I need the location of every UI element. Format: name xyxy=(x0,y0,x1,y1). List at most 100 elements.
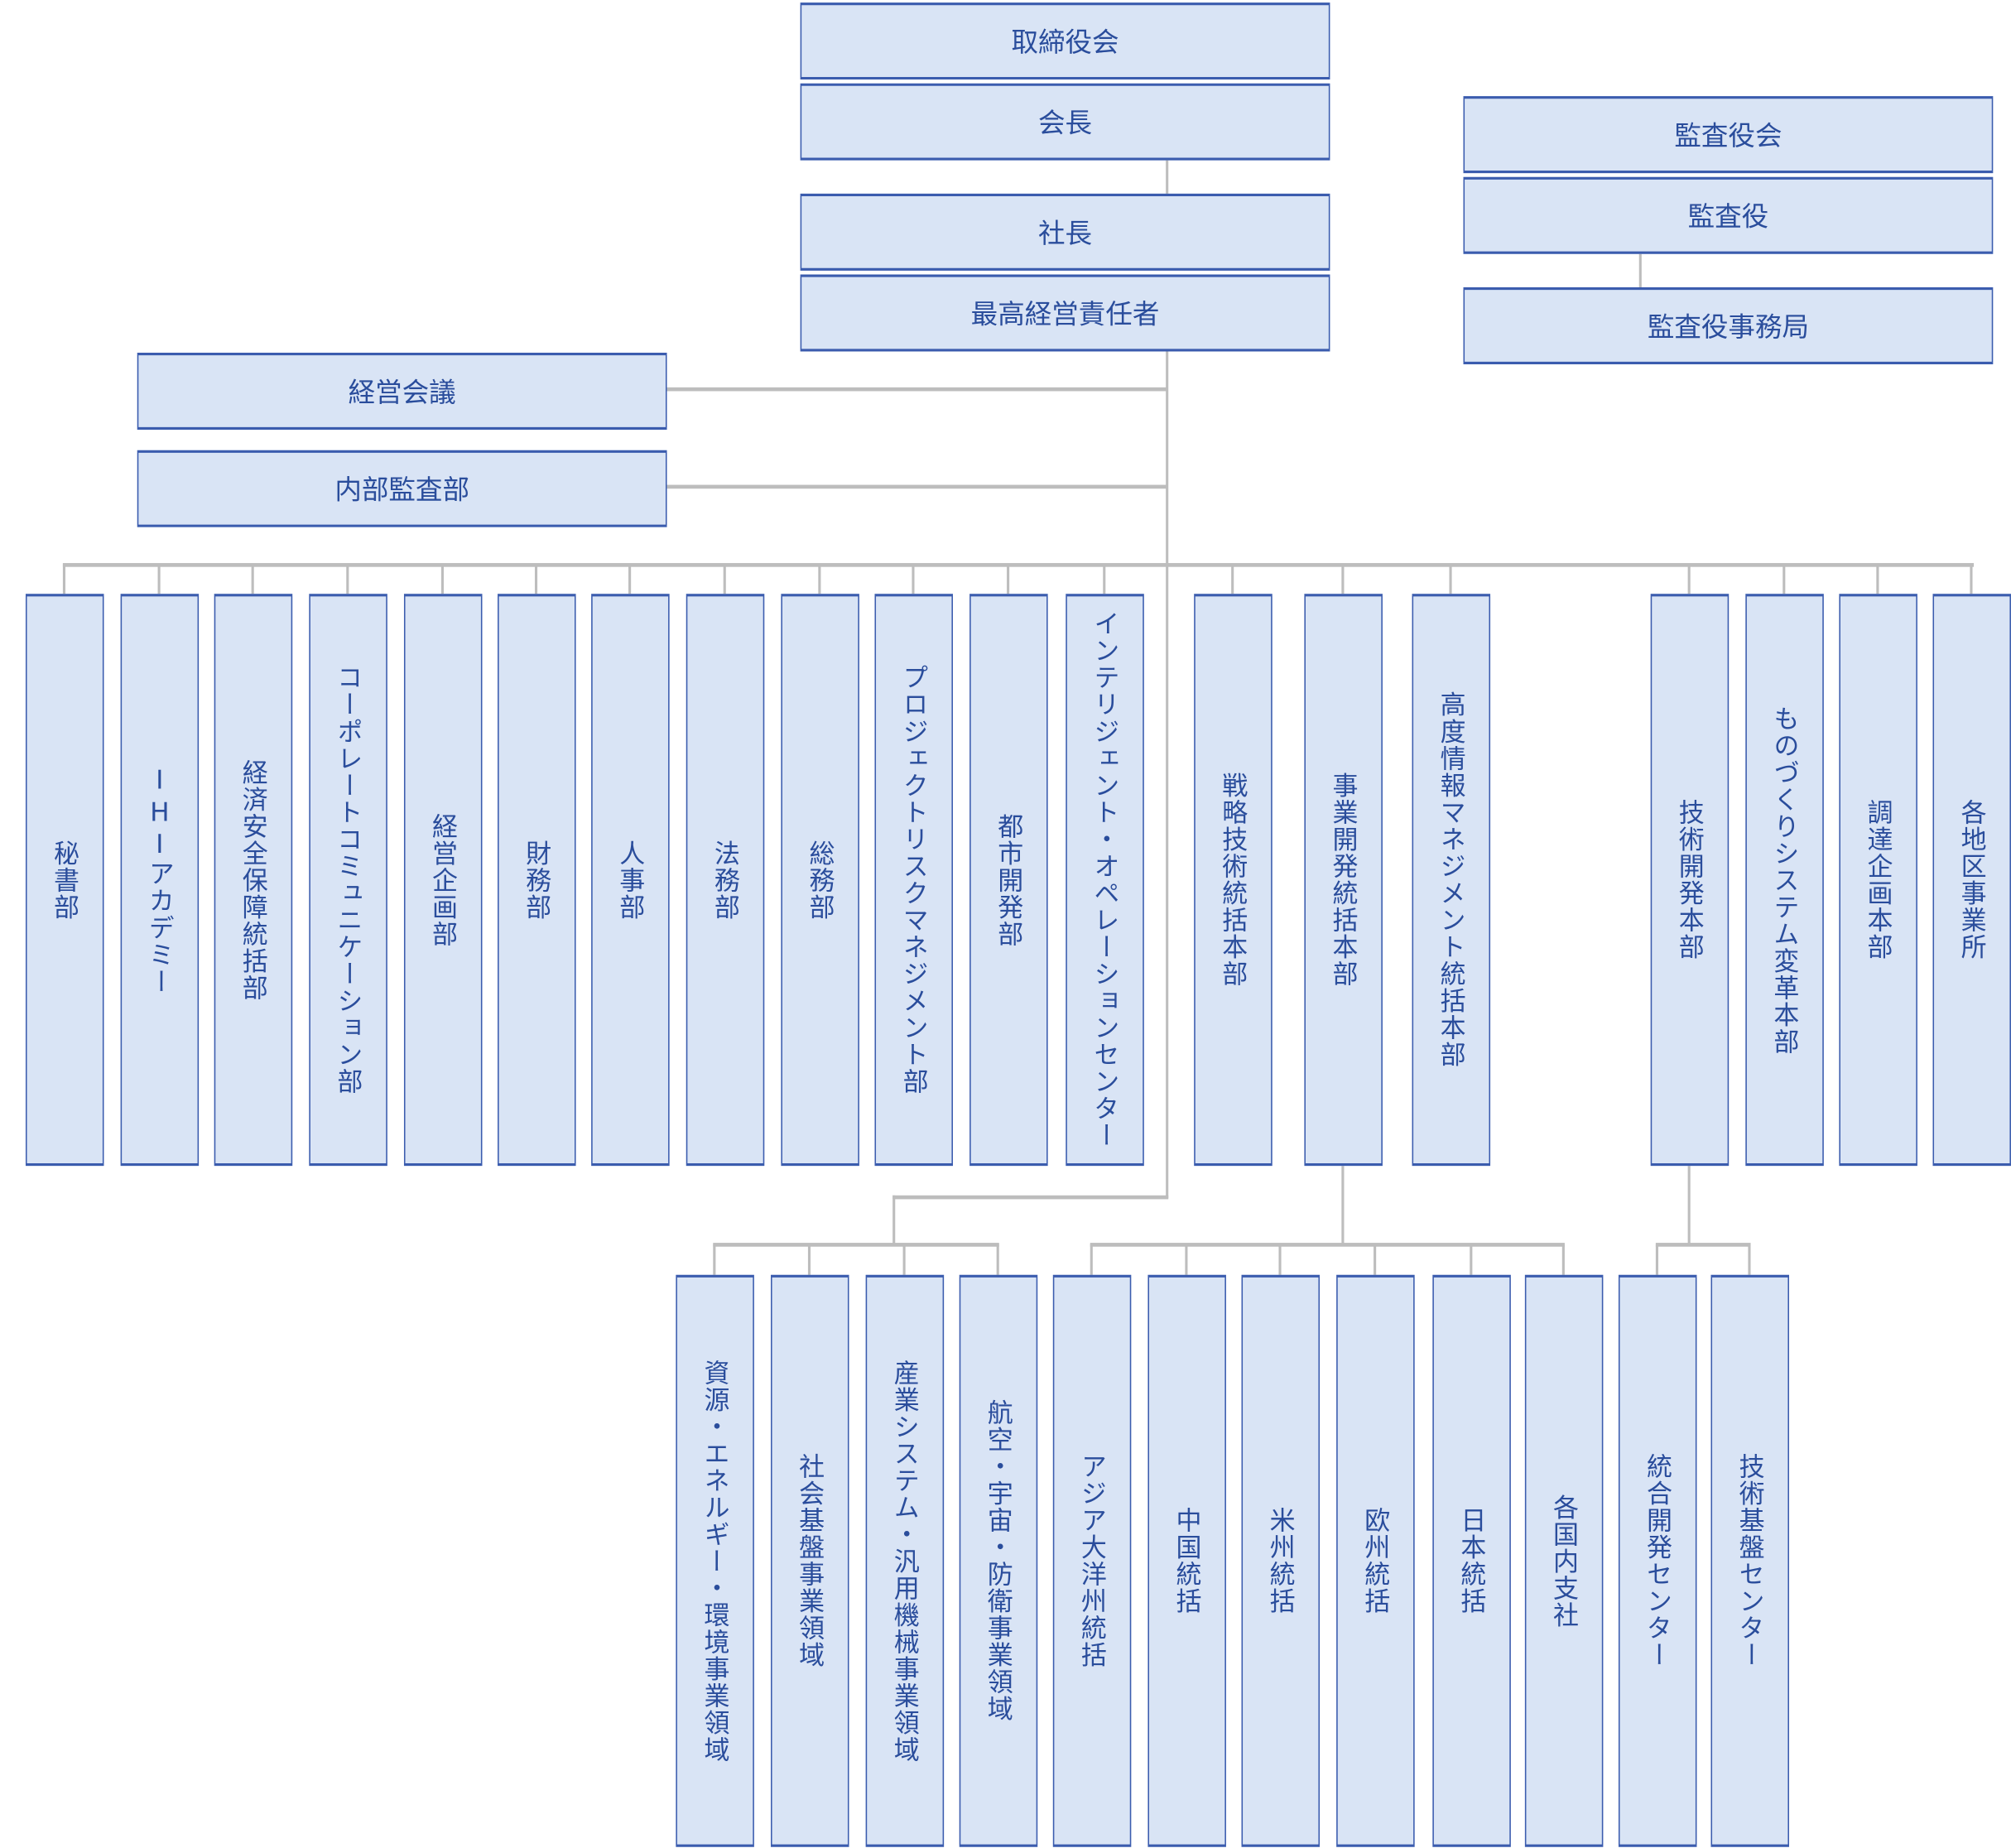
box-label: コーポレートコミュニケーション部 xyxy=(332,664,364,1095)
connector xyxy=(912,564,915,594)
business-area-box: 産業システム・汎用機械事業領域 xyxy=(865,1274,945,1847)
box-label: ものづくりシステム変革本部 xyxy=(1768,705,1801,1056)
box-label: 監査役事務局 xyxy=(1647,311,1810,343)
connector xyxy=(1278,1244,1282,1275)
box-label: 内部監査部 xyxy=(334,474,469,506)
box-label: 各地区事業所 xyxy=(1956,799,1988,961)
box-label: IHIアカデミー xyxy=(144,764,176,996)
box-label: 監査役 xyxy=(1687,201,1769,233)
connector xyxy=(157,564,161,594)
department-box: 財務部 xyxy=(498,594,576,1167)
box-label: 最高経営責任者 xyxy=(970,298,1160,330)
management-meeting-box: 経営会議 xyxy=(137,353,667,430)
department-box: プロジェクトリスクマネジメント部 xyxy=(874,594,953,1167)
connector xyxy=(1090,1243,1565,1247)
box-label: 社長 xyxy=(1037,218,1093,249)
connector xyxy=(1103,564,1106,594)
box-label: 資源・エネルギー・環境事業領域 xyxy=(700,1359,731,1764)
box-label: 会長 xyxy=(1037,108,1093,139)
connector xyxy=(1876,564,1879,594)
box-label: 戦略技術統括本部 xyxy=(1217,772,1249,988)
audit-board-box: 監査役会 xyxy=(1463,96,1994,174)
box-label: 都市開発部 xyxy=(993,812,1024,948)
connector xyxy=(1341,564,1345,594)
department-box: 事業開発統括本部 xyxy=(1304,594,1383,1167)
board-of-directors-box: 取締役会 xyxy=(800,2,1330,80)
box-label: 法務部 xyxy=(710,839,741,921)
department-box: ものづくりシステム変革本部 xyxy=(1745,594,1824,1167)
box-label: 事業開発統括本部 xyxy=(1328,772,1359,988)
connector xyxy=(62,563,1975,567)
tech-center-box: 統合開発センター xyxy=(1618,1274,1697,1847)
connector xyxy=(1007,564,1010,594)
department-box: 秘書部 xyxy=(25,594,104,1167)
connector xyxy=(1748,1244,1751,1275)
box-label: 航空・宇宙・防衛事業領域 xyxy=(983,1399,1014,1723)
connector xyxy=(1655,1243,1751,1247)
box-label: 取締役会 xyxy=(1011,26,1119,58)
box-label: 中国統括 xyxy=(1171,1507,1203,1615)
connector xyxy=(1687,1166,1691,1244)
audit-office-box: 監査役事務局 xyxy=(1463,286,1994,364)
chairman-box: 会長 xyxy=(800,83,1330,161)
box-label: 調達企画本部 xyxy=(1863,799,1894,961)
box-label: 欧州統括 xyxy=(1359,1507,1391,1615)
connector xyxy=(996,1244,999,1275)
department-box: 技術開発本部 xyxy=(1650,594,1730,1167)
internal-audit-box: 内部監査部 xyxy=(137,450,667,527)
connector xyxy=(1449,564,1452,594)
regional-box: 各国内支社 xyxy=(1524,1274,1604,1847)
connector xyxy=(1231,564,1234,594)
regional-box: 日本統括 xyxy=(1432,1274,1511,1847)
tech-center-box: 技術基盤センター xyxy=(1710,1274,1789,1847)
department-box: 高度情報マネジメント統括本部 xyxy=(1412,594,1491,1167)
business-area-box: 社会基盤事業領域 xyxy=(771,1274,849,1847)
connector xyxy=(1687,564,1691,594)
department-box: 経営企画部 xyxy=(403,594,483,1167)
connector xyxy=(534,564,538,594)
connector xyxy=(1655,1244,1658,1275)
box-label: 経済安全保障統括部 xyxy=(238,758,269,1002)
connector xyxy=(1970,564,1973,594)
connector xyxy=(892,1195,896,1244)
connector xyxy=(1470,1244,1473,1275)
box-label: 産業システム・汎用機械事業領域 xyxy=(889,1359,921,1764)
regional-box: 中国統括 xyxy=(1147,1274,1226,1847)
box-label: インテリジェント・オペレーションセンター xyxy=(1089,610,1121,1149)
box-label: 米州統括 xyxy=(1265,1507,1297,1615)
auditor-box: 監査役 xyxy=(1463,176,1994,254)
connector xyxy=(1374,1244,1377,1275)
connector xyxy=(628,564,632,594)
box-label: 日本統括 xyxy=(1456,1507,1488,1615)
connector xyxy=(818,564,821,594)
department-box: 総務部 xyxy=(781,594,859,1167)
connector xyxy=(1166,351,1169,1198)
connector xyxy=(666,387,1167,392)
connector xyxy=(807,1244,811,1275)
department-box: 戦略技術統括本部 xyxy=(1194,594,1273,1167)
connector xyxy=(440,564,444,594)
regional-box: 米州統括 xyxy=(1241,1274,1321,1847)
connector xyxy=(1090,1244,1093,1275)
box-label: 高度情報マネジメント統括本部 xyxy=(1436,691,1467,1069)
business-area-box: 航空・宇宙・防衛事業領域 xyxy=(959,1274,1038,1847)
connector xyxy=(1561,1244,1565,1275)
box-label: 総務部 xyxy=(805,839,836,921)
connector xyxy=(1782,564,1786,594)
connector xyxy=(902,1244,906,1275)
department-box: コーポレートコミュニケーション部 xyxy=(309,594,387,1167)
department-box: IHIアカデミー xyxy=(120,594,200,1167)
connector xyxy=(1185,1244,1188,1275)
box-label: アジア大洋州統括 xyxy=(1076,1453,1108,1669)
regional-box: 欧州統括 xyxy=(1336,1274,1415,1847)
box-label: 各国内支社 xyxy=(1548,1493,1580,1629)
regional-box: アジア大洋州統括 xyxy=(1052,1274,1132,1847)
department-box: 都市開発部 xyxy=(969,594,1048,1167)
department-box: 調達企画本部 xyxy=(1839,594,1917,1167)
box-label: 監査役会 xyxy=(1674,120,1782,152)
connector xyxy=(723,564,726,594)
connector xyxy=(62,564,66,594)
box-label: 技術基盤センター xyxy=(1734,1453,1766,1669)
connector xyxy=(1341,1166,1345,1244)
box-label: 技術開発本部 xyxy=(1674,799,1706,961)
